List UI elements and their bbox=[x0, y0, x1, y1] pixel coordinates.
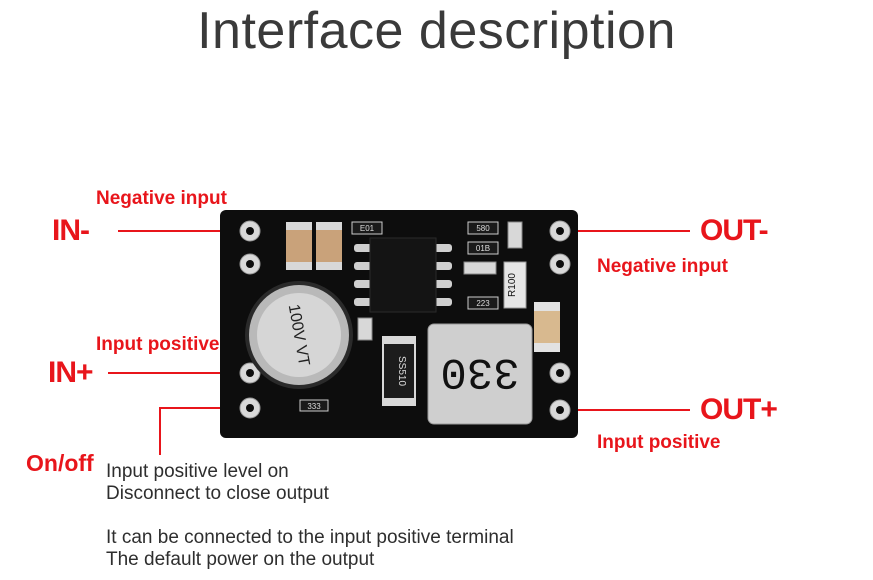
onoff-note-4: The default power on the output bbox=[106, 549, 375, 570]
ic-chip bbox=[354, 237, 452, 313]
onoff-note-3: It can be connected to the input positiv… bbox=[106, 527, 514, 548]
onoff-label: On/off bbox=[26, 450, 94, 476]
resistor-223 bbox=[467, 296, 499, 310]
page-title: Interface description bbox=[197, 2, 676, 60]
svg-text:223: 223 bbox=[476, 299, 490, 308]
resistor-e01 bbox=[351, 221, 383, 235]
in-plus-desc: Input positive bbox=[96, 334, 220, 355]
out-minus-desc: Negative input bbox=[597, 256, 728, 277]
resistor-r100 bbox=[503, 261, 527, 309]
inductor-330: 330 bbox=[427, 323, 533, 425]
resistor-580 bbox=[467, 221, 499, 235]
svg-text:333: 333 bbox=[307, 402, 321, 411]
resistor-333 bbox=[299, 399, 329, 412]
pcb-board: E01 580 01B 223 333 R100 bbox=[220, 210, 578, 438]
svg-text:E01: E01 bbox=[360, 224, 375, 233]
in-minus-label: IN- bbox=[52, 214, 90, 247]
electrolytic-capacitor: 100V VT bbox=[245, 281, 353, 389]
onoff-note-1: Input positive level on bbox=[106, 461, 289, 482]
diode-ss510: SS510 bbox=[382, 336, 416, 406]
ceramic-cap-3 bbox=[534, 302, 560, 352]
svg-text:580: 580 bbox=[476, 224, 490, 233]
ceramic-cap-1 bbox=[286, 222, 312, 270]
out-plus-desc: Input positive bbox=[597, 432, 721, 453]
svg-text:SS510: SS510 bbox=[396, 356, 407, 386]
svg-text:330: 330 bbox=[440, 346, 519, 396]
in-plus-label: IN+ bbox=[48, 356, 94, 389]
onoff-note-2: Disconnect to close output bbox=[106, 483, 329, 504]
svg-text:R100: R100 bbox=[507, 273, 518, 297]
resistor-01b bbox=[467, 241, 499, 255]
svg-text:01B: 01B bbox=[476, 244, 490, 253]
ceramic-cap-2 bbox=[316, 222, 342, 270]
out-plus-label: OUT+ bbox=[700, 393, 778, 426]
out-minus-label: OUT- bbox=[700, 214, 769, 247]
in-minus-desc: Negative input bbox=[96, 188, 227, 209]
